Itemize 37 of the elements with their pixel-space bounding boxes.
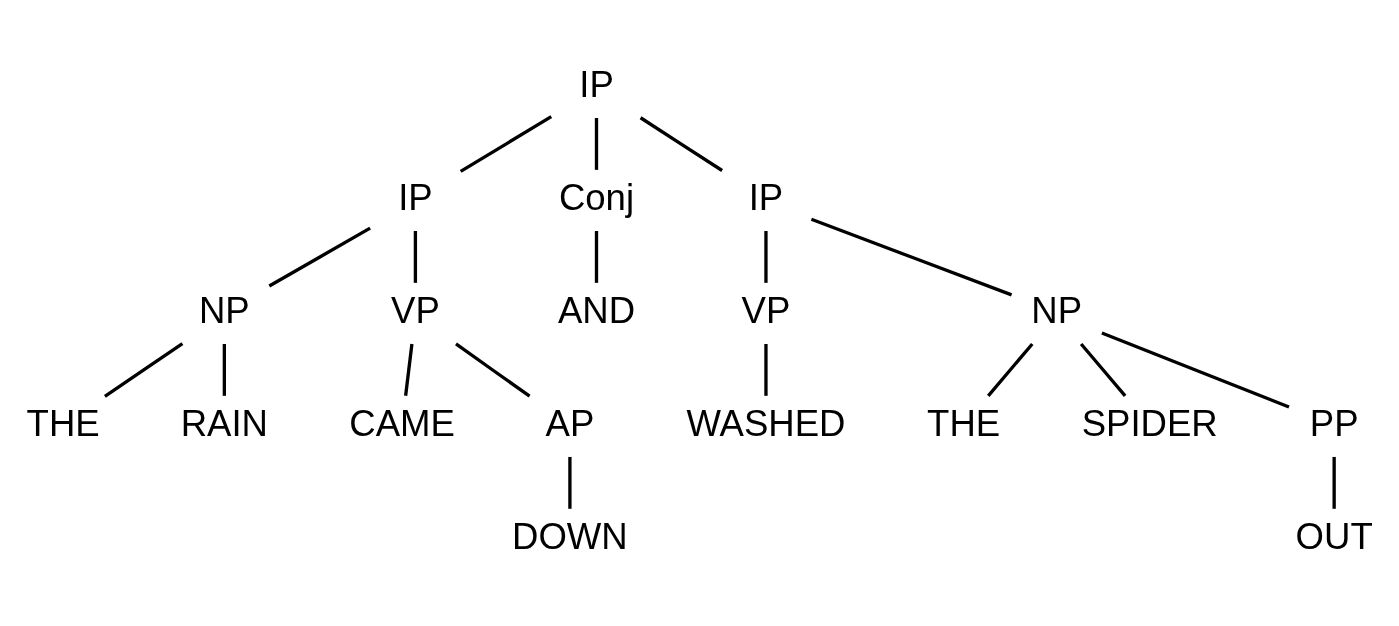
- connector: [1101, 330, 1290, 408]
- node-text: OUT: [1295, 515, 1373, 557]
- node-text: RAIN: [180, 402, 269, 444]
- node-text: NP: [1031, 289, 1083, 331]
- node-text: WASHED: [686, 402, 846, 444]
- node-text: THE: [927, 402, 1001, 444]
- connector: [639, 115, 723, 172]
- connector: [1079, 342, 1127, 397]
- node-text: SPIDER: [1081, 402, 1218, 444]
- connector: [594, 117, 599, 170]
- node-text: IP: [748, 176, 784, 218]
- node-text: AP: [545, 402, 595, 444]
- connector: [987, 342, 1034, 397]
- connector: [764, 230, 768, 283]
- connector: [568, 456, 572, 509]
- node-text: PP: [1309, 402, 1359, 444]
- connector: [404, 343, 414, 396]
- connector: [810, 217, 1013, 296]
- connector: [455, 342, 531, 398]
- node-text: Conj: [558, 176, 635, 218]
- connector: [764, 343, 768, 396]
- connector: [222, 343, 226, 396]
- node-text: IP: [398, 176, 433, 218]
- connector: [268, 226, 371, 287]
- connector: [594, 230, 599, 283]
- connector: [413, 230, 418, 283]
- node-text: NP: [198, 289, 250, 331]
- connector: [1332, 456, 1336, 509]
- connector: [103, 341, 184, 398]
- connector: [459, 114, 553, 173]
- node-text: DOWN: [512, 515, 628, 557]
- node-text: CAME: [349, 402, 455, 444]
- node-text: IP: [579, 63, 614, 105]
- node-text: AND: [557, 289, 636, 331]
- node-text: VP: [741, 289, 791, 331]
- node-text: THE: [26, 402, 100, 444]
- node-text: VP: [391, 289, 440, 331]
